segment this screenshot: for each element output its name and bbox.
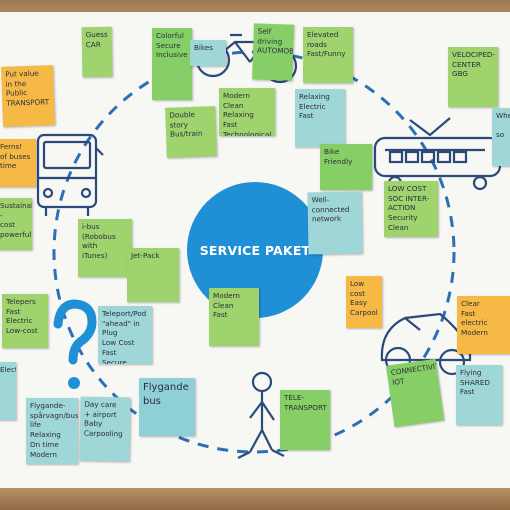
sticky-note: Ferns! of buses time [0,139,36,187]
sticky-note: TELE-TRANSPORT [280,390,330,450]
sticky-note: Relaxing Electric Fast [295,89,345,147]
sticky-note: Day care + airport Baby Carpooling [79,396,131,462]
sticky-note: Electric [0,362,16,420]
sticky-note: Wher so [492,108,510,166]
sticky-note: Modern Clean Fast [209,288,259,346]
sticky-note: Low cost Easy Carpool [346,276,382,328]
center-title: SERVICE PAKET [199,242,311,258]
sticky-note: Elevated roads Fast/Funny [303,27,353,83]
sticky-note: Teleport/Pod "ahead" in Plug Low Cost Fa… [98,306,152,364]
sticky-note: Modern Clean Relaxing Fast Technological [219,88,275,136]
sticky-note: Guess CAR [81,26,113,78]
tram-icon [373,117,502,191]
table-surface-bottom [0,488,510,510]
sticky-note: Clear Fast electric Modern [457,296,510,354]
sticky-note: CONNECTIVITY IOT [385,358,445,428]
sticky-note: Flygande- spårvagn/buss life Relaxing On… [26,398,78,464]
bus-icon [36,133,104,216]
sticky-note: Sustainable - cost powerful [0,198,32,250]
sticky-note: Bikes [190,40,226,66]
sticky-note: Put value in the Public TRANSPORT [0,65,56,127]
sticky-note: Double story Bus/train [165,106,217,158]
sticky-note: Jet-Pack [127,248,179,302]
sticky-note: Bike Friendly [320,144,372,190]
sticky-note: Telepers Fast Electric Low-cost [2,294,48,348]
sticky-note: Flygande bus [139,378,195,436]
sticky-note: Flying SHARED Fast [456,365,502,425]
sticky-note: Well-connected network [307,191,363,255]
service-paket-disc [187,182,323,318]
sticky-note: i-bus (Robobus with iTunes) [78,219,132,277]
sticky-note: Self driving AUTOMOBILE [252,23,294,81]
sticky-note: LOW COST SOC INTER- ACTION Security Clea… [384,181,438,237]
sticky-note: VELOCIPED- CENTER GBG [448,47,498,107]
question-mark-icon [53,299,97,389]
person-icon [237,371,285,459]
sticky-note: Colorful Secure Inclusive [152,28,192,100]
